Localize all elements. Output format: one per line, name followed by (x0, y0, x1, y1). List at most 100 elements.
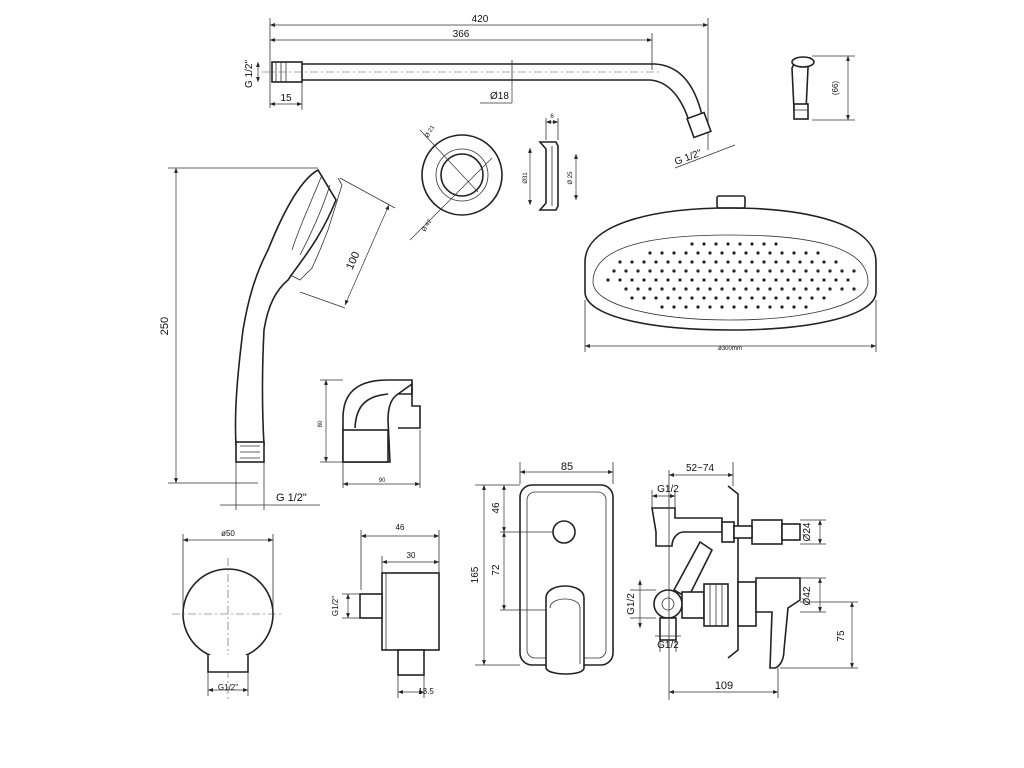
nozzle-dot (690, 296, 694, 300)
nozzle-dot (678, 296, 682, 300)
nozzle-dot (786, 278, 790, 282)
escutcheon-inner-dia: Ø 25 (568, 171, 574, 185)
nozzle-dot (714, 278, 718, 282)
nozzle-dot (822, 296, 826, 300)
nozzle-dot (846, 278, 850, 282)
outlet-front-diameter: ø50 (221, 529, 235, 538)
mixer-front-drawing: 85 165 46 72 (470, 461, 614, 675)
hand-shower-thread: G 1/2" (276, 492, 307, 504)
rain-head-nozzles (606, 242, 856, 309)
nozzle-dot (678, 278, 682, 282)
ring-inner-dia: Ø 21 (425, 124, 437, 139)
flange-height: (66) (831, 81, 840, 96)
rain-head-diameter: ø300mm (718, 346, 742, 352)
nozzle-dot (672, 287, 676, 291)
mixer-front-width: 85 (561, 461, 573, 473)
nozzle-dot (852, 287, 856, 291)
escutcheon-depth: 6 (550, 114, 554, 120)
nozzle-dot (792, 251, 796, 255)
mixer-side-range: 52~74 (686, 463, 715, 474)
nozzle-dot (738, 242, 742, 246)
nozzle-dot (810, 296, 814, 300)
nozzle-dot (696, 305, 700, 309)
nozzle-dot (840, 269, 844, 273)
nozzle-dot (714, 242, 718, 246)
nozzle-dot (750, 296, 754, 300)
nozzle-dot (684, 269, 688, 273)
nozzle-dot (612, 269, 616, 273)
nozzle-dot (702, 296, 706, 300)
nozzle-dot (708, 287, 712, 291)
nozzle-dot (816, 269, 820, 273)
nozzle-dot (780, 305, 784, 309)
mixer-side-height: 75 (836, 630, 847, 642)
nozzle-dot (630, 296, 634, 300)
mixer-side-dia-bottom: Ø42 (802, 586, 813, 605)
nozzle-dot (624, 287, 628, 291)
nozzle-dot (702, 242, 706, 246)
nozzle-dot (774, 260, 778, 264)
arm-thread-label: G 1/2" (244, 60, 255, 88)
nozzle-dot (738, 278, 742, 282)
nozzle-dot (684, 287, 688, 291)
nozzle-dot (804, 305, 808, 309)
nozzle-dot (708, 305, 712, 309)
nozzle-dot (744, 287, 748, 291)
nozzle-dot (852, 269, 856, 273)
nozzle-dot (732, 269, 736, 273)
nozzle-dot (720, 251, 724, 255)
nozzle-dot (648, 251, 652, 255)
nozzle-dot (750, 260, 754, 264)
nozzle-dot (762, 242, 766, 246)
arm-diameter: Ø18 (490, 91, 509, 102)
nozzle-dot (816, 251, 820, 255)
nozzle-dot (768, 251, 772, 255)
nozzle-dot (738, 260, 742, 264)
nozzle-dot (756, 269, 760, 273)
nozzle-dot (732, 287, 736, 291)
nozzle-dot (642, 296, 646, 300)
nozzle-dot (726, 260, 730, 264)
nozzle-dot (720, 305, 724, 309)
outlet-side-total: 46 (396, 523, 405, 532)
nozzle-dot (720, 269, 724, 273)
nozzle-dot (636, 287, 640, 291)
outlet-side-body: 30 (407, 551, 416, 560)
mixer-side-depth: 109 (715, 680, 733, 692)
outlet-side-drawing: 46 30 G1/2" 13.5 (331, 523, 440, 698)
nozzle-dot (822, 260, 826, 264)
nozzle-dot (792, 305, 796, 309)
nozzle-dot (684, 305, 688, 309)
nozzle-dot (654, 278, 658, 282)
nozzle-dot (756, 305, 760, 309)
ring-drawing: Ø 21 Ø 42 (409, 124, 503, 241)
nozzle-dot (780, 269, 784, 273)
outlet-front-thread: G1/2" (218, 683, 238, 692)
wall-holder-drawing: 80 90 (318, 379, 421, 488)
nozzle-dot (642, 278, 646, 282)
nozzle-dot (714, 296, 718, 300)
nozzle-dot (750, 242, 754, 246)
nozzle-dot (780, 251, 784, 255)
nozzle-dot (828, 269, 832, 273)
outlet-side-depth: 13.5 (418, 687, 434, 696)
nozzle-dot (648, 287, 652, 291)
nozzle-dot (660, 287, 664, 291)
nozzle-dot (618, 260, 622, 264)
nozzle-dot (810, 260, 814, 264)
nozzle-dot (804, 287, 808, 291)
hand-shower-head-width: 100 (344, 250, 362, 272)
nozzle-dot (816, 287, 820, 291)
nozzle-dot (732, 251, 736, 255)
nozzle-dot (708, 251, 712, 255)
nozzle-dot (744, 269, 748, 273)
nozzle-dot (762, 260, 766, 264)
nozzle-dot (768, 305, 772, 309)
nozzle-dot (738, 296, 742, 300)
nozzle-dot (660, 305, 664, 309)
nozzle-dot (672, 251, 676, 255)
mixer-front-mid-offset: 72 (491, 564, 502, 576)
nozzle-dot (702, 278, 706, 282)
nozzle-dot (660, 251, 664, 255)
